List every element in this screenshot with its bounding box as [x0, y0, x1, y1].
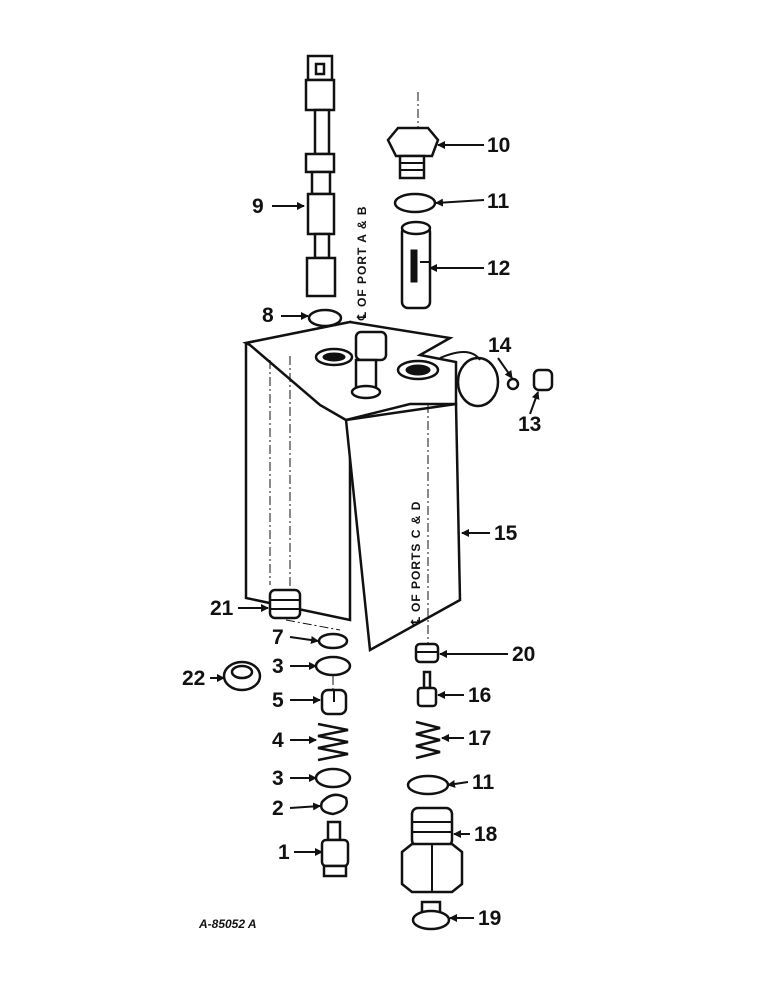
center-lines [285, 92, 429, 690]
callout-11-top: 11 [487, 190, 510, 213]
plug-19 [411, 900, 451, 931]
valve-body [242, 320, 500, 653]
callout-7: 7 [272, 626, 284, 649]
callout-3-lower: 3 [272, 767, 284, 790]
plug-and-washer [506, 368, 554, 392]
callout-16: 16 [468, 684, 491, 707]
callout-5: 5 [272, 689, 284, 712]
seat-16-20 [414, 642, 440, 708]
callout-21: 21 [210, 597, 234, 620]
callout-8: 8 [262, 304, 274, 327]
callout-19: 19 [478, 907, 501, 930]
valve-1 [320, 820, 350, 878]
sleeve-part [400, 220, 432, 310]
callout-14: 14 [488, 334, 512, 357]
ports-cd-label: ℄ OF PORTS C & D [409, 501, 423, 626]
callout-15: 15 [494, 522, 518, 545]
drawing-id: A-85052 A [198, 917, 257, 931]
port-ab-label: ℄ OF PORT A & B [355, 206, 369, 321]
housing-18 [400, 806, 464, 894]
cap-22 [222, 660, 262, 692]
cap-part [386, 126, 440, 180]
collar-5 [320, 688, 348, 716]
shaft-part [304, 54, 337, 298]
callout-20: 20 [512, 643, 535, 666]
callout-11-lower: 11 [472, 771, 495, 794]
callout-numbers: 9 10 11 12 8 14 13 15 21 7 3 20 22 5 16 … [182, 134, 541, 930]
callout-3-upper: 3 [272, 655, 284, 678]
callout-10: 10 [487, 134, 510, 157]
leader-lines [210, 141, 540, 922]
callout-18: 18 [474, 823, 498, 846]
plug-21 [268, 588, 302, 620]
callout-12: 12 [487, 257, 510, 280]
spring-4 [317, 722, 349, 762]
callout-2: 2 [272, 797, 284, 820]
callout-9: 9 [252, 195, 264, 218]
callout-4: 4 [272, 729, 284, 752]
callout-22: 22 [182, 667, 205, 690]
callout-17: 17 [468, 727, 491, 750]
callout-13: 13 [518, 413, 541, 436]
spring-17 [415, 720, 441, 760]
callout-1: 1 [278, 841, 290, 864]
